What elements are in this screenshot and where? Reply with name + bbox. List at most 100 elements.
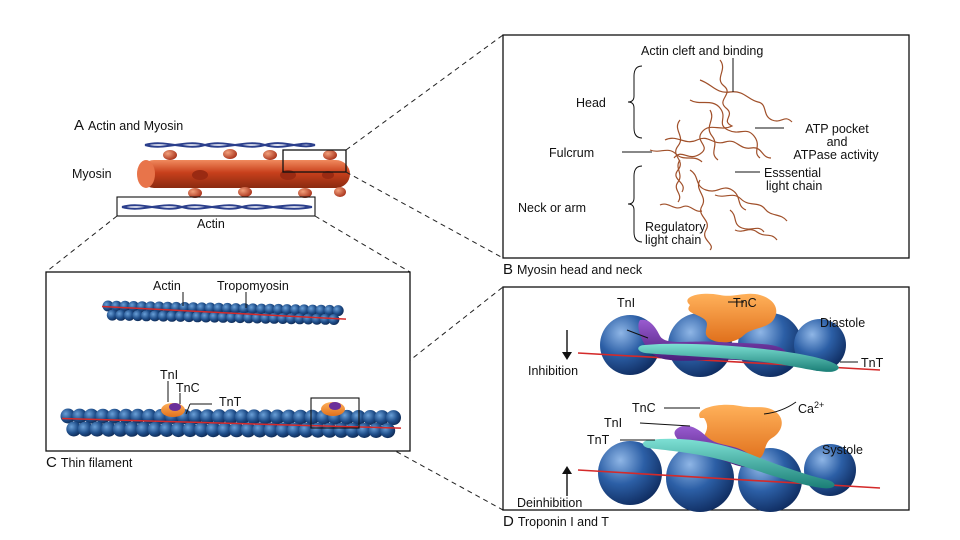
actin-bead bbox=[223, 409, 239, 425]
actin-bead bbox=[112, 421, 128, 437]
actin-bead bbox=[217, 311, 229, 323]
actin-bead bbox=[124, 421, 140, 437]
actin-bead bbox=[230, 303, 242, 315]
atp-pocket-label-3: ATPase activity bbox=[793, 148, 879, 162]
thin-filament-lower bbox=[60, 408, 402, 439]
actin-bead bbox=[217, 422, 233, 438]
panel-b-letter: B bbox=[503, 261, 514, 278]
actin-bead bbox=[147, 421, 163, 437]
tropomyosin-strand bbox=[101, 305, 347, 320]
actin-bead bbox=[304, 409, 320, 425]
actin-bead bbox=[106, 309, 118, 321]
myosin-rod bbox=[137, 149, 350, 198]
actin-bead bbox=[269, 409, 285, 425]
actin-cleft-label: Actin cleft and binding bbox=[641, 44, 764, 58]
panel-c-troponin-complexes bbox=[161, 402, 345, 417]
actin-bead bbox=[149, 310, 161, 322]
actin-bead bbox=[221, 302, 233, 314]
deinhibition-label: Deinhibition bbox=[517, 496, 583, 510]
actin-bead bbox=[175, 310, 186, 322]
actin-bead bbox=[273, 303, 284, 315]
actin-bead bbox=[281, 409, 297, 425]
actin-bead bbox=[182, 422, 198, 438]
actin-bead bbox=[319, 313, 331, 325]
tropomyosin-strand bbox=[61, 417, 402, 429]
actin-bead bbox=[234, 312, 246, 324]
actin-bead bbox=[229, 422, 245, 438]
systole-tnc-label: TnC bbox=[632, 401, 656, 415]
essential-light-chain-label-1: Esssential bbox=[764, 166, 821, 180]
actin-bead bbox=[256, 303, 267, 315]
actin-bead bbox=[204, 302, 216, 314]
actin-bead bbox=[136, 421, 152, 437]
actin-bead bbox=[258, 409, 274, 425]
diastole-tnt-label: TnT bbox=[861, 356, 884, 370]
myosin-head-inset-box bbox=[282, 149, 347, 173]
essential-light-chain-label-2: light chain bbox=[766, 179, 823, 193]
inhibition-label: Inhibition bbox=[528, 364, 579, 378]
actin-bead bbox=[188, 409, 204, 425]
neck-label: Neck or arm bbox=[518, 201, 587, 215]
actin-bead bbox=[246, 409, 262, 425]
myosin-ribbon-structure bbox=[649, 59, 793, 251]
calcium-charge: 2+ bbox=[813, 400, 825, 410]
actin-bead bbox=[115, 309, 127, 321]
actin-bead bbox=[298, 304, 310, 316]
actin-bead bbox=[332, 305, 344, 317]
actin-bead bbox=[293, 409, 308, 425]
panel-b-leaders bbox=[622, 58, 784, 243]
actin-bead bbox=[380, 423, 396, 439]
actin-bead bbox=[386, 410, 401, 426]
systole-state-label: Systole bbox=[822, 443, 863, 457]
actin-bead bbox=[362, 410, 378, 425]
actin-bead bbox=[196, 302, 208, 314]
actin-bead bbox=[281, 304, 293, 316]
actin-bead bbox=[328, 314, 340, 325]
actin-bead bbox=[264, 303, 276, 315]
actin-bead bbox=[170, 422, 186, 438]
panel-c-tnt-label: TnT bbox=[219, 395, 242, 409]
actin-bead bbox=[89, 421, 105, 437]
actin-bead bbox=[247, 303, 259, 315]
troponin-inset-box bbox=[310, 397, 360, 429]
myosin-label: Myosin bbox=[72, 167, 112, 181]
actin-bead bbox=[234, 409, 250, 425]
actin-bead bbox=[111, 300, 122, 312]
actin-bead bbox=[211, 409, 227, 425]
actin-bead bbox=[298, 422, 314, 438]
panel-c-tnc-label: TnC bbox=[176, 381, 200, 395]
actin-bead bbox=[226, 312, 238, 323]
panel-d-letter: D bbox=[503, 513, 514, 530]
actin-bead bbox=[119, 300, 131, 312]
panel-c-leaders bbox=[167, 292, 247, 415]
tropomyosin-label: Tropomyosin bbox=[217, 279, 289, 293]
panel-b-caption-text: Myosin head and neck bbox=[517, 263, 643, 277]
systole-tnt-label: TnT bbox=[587, 433, 610, 447]
actin-bead bbox=[183, 311, 195, 323]
actin-bead bbox=[240, 422, 256, 438]
actin-bead bbox=[252, 422, 268, 438]
actin-bead bbox=[209, 311, 221, 323]
panel-d-leaders bbox=[620, 301, 858, 441]
calcium-label: Ca2+ bbox=[798, 398, 824, 416]
actin-bead bbox=[287, 422, 303, 438]
actin-bead bbox=[140, 310, 152, 322]
systole-model bbox=[577, 404, 881, 512]
diastole-model bbox=[577, 293, 881, 377]
actin-bead bbox=[324, 304, 336, 316]
actin-bead bbox=[238, 303, 250, 315]
actin-bead bbox=[123, 309, 135, 321]
diastole-tnc-label: TnC bbox=[733, 296, 757, 310]
panel-a-actin-strand-bottom bbox=[121, 204, 313, 210]
actin-bead bbox=[213, 302, 225, 314]
actin-bead bbox=[132, 310, 144, 322]
panel-c-actin-label: Actin bbox=[153, 279, 181, 293]
panel-c-caption-text: Thin filament bbox=[60, 456, 133, 470]
actin-bead bbox=[315, 304, 327, 316]
actin-inset-box bbox=[116, 196, 316, 217]
fulcrum-label: Fulcrum bbox=[549, 146, 595, 160]
